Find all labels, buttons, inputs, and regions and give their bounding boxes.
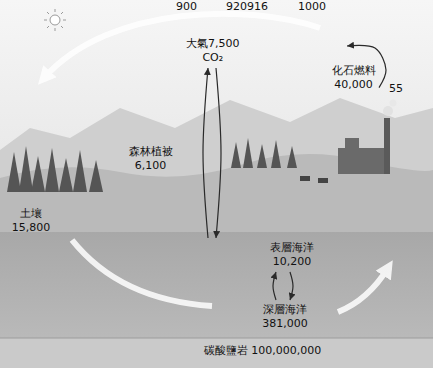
reservoir-name: 大氣7,500 [186,37,240,51]
carbon-amount: CO₂ [186,51,240,65]
carbon-amount: 10,200 [270,255,314,269]
carbon-flux-arrow [216,68,221,238]
sun [44,9,66,31]
reservoir-name: 碳酸鹽岩 100,000,000 [204,344,321,358]
flux-value: 55 [389,82,403,96]
flux-value: 916 [247,0,268,14]
reservoir-name: 化石燃料 [332,64,376,78]
flux-value: 920 [226,0,247,14]
flux-value: 1000 [298,0,326,14]
carbonate-rock-layer [0,338,433,368]
reservoir-label: 表層海洋10,200 [200,238,328,272]
layer-boundary [0,338,433,339]
reservoir-label: 碳酸鹽岩 100,000,000 [200,342,325,360]
reservoir-name: 表層海洋 [270,241,314,255]
cars [300,176,328,183]
reservoir-label: 森林植被6,100 [125,143,176,175]
cycle-arrows [44,14,388,312]
forest-trees [7,138,297,192]
reservoir-name: 森林植被 [129,145,173,159]
reservoir-label: 化石燃料40,000 [328,62,379,94]
reservoir-text: 表層海洋10,200 [270,241,314,269]
reservoir-name: 土壤 [12,207,51,221]
carbon-flux-arrow [290,272,293,300]
reservoir-label: 大氣7,500CO₂ [172,34,347,68]
reservoir-label: 深層海洋381,000 [245,300,325,334]
reservoir-name: 深層海洋 [262,303,308,317]
reservoir-text: 森林植被6,100 [129,145,173,173]
reservoir-label: 土壤15,800 [8,205,54,237]
reservoir-text: 土壤15,800 [12,207,51,235]
carbon-flux-arrow [273,272,276,300]
reservoir-text: 碳酸鹽岩 100,000,000 [204,344,321,358]
factory [338,100,397,175]
reservoir-text: 化石燃料40,000 [332,64,376,92]
carbon-flux-arrow [203,68,208,238]
reservoir-text: 深層海洋381,000 [262,303,308,331]
reservoir-text: 大氣7,500CO₂ [186,37,240,65]
far-mountains [0,98,433,232]
carbon-amount: 40,000 [332,78,376,92]
flux-value: 900 [176,0,197,14]
ground-cross-section [0,232,433,368]
carbon-amount: 6,100 [129,159,173,173]
carbon-amount: 15,800 [12,221,51,235]
carbon-amount: 381,000 [262,317,308,331]
